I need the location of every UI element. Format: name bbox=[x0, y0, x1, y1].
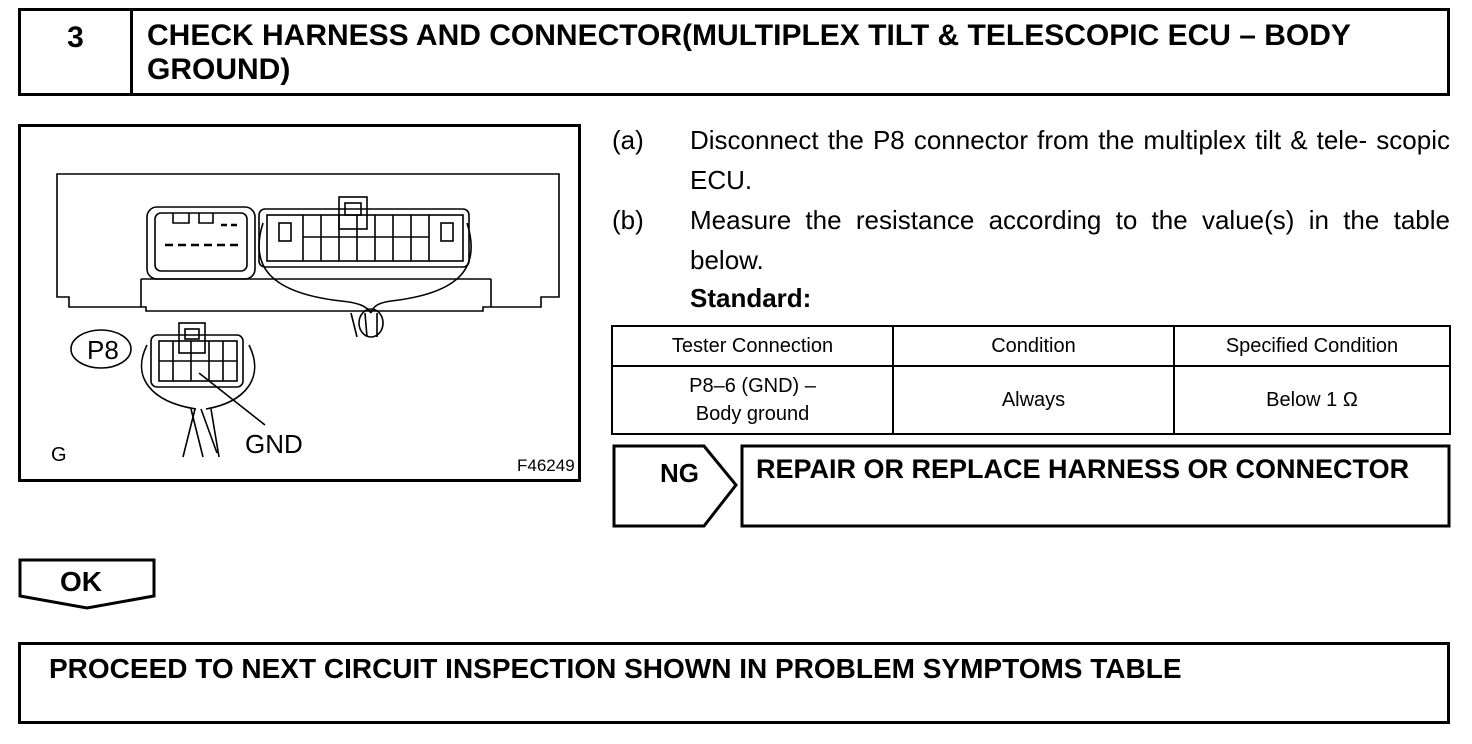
ng-label: NG bbox=[660, 458, 699, 488]
proceed-box: PROCEED TO NEXT CIRCUIT INSPECTION SHOWN… bbox=[18, 642, 1450, 724]
ecu-connector-drawing bbox=[56, 173, 560, 458]
ng-arrow-shape bbox=[612, 444, 1451, 528]
header-condition: Condition bbox=[892, 325, 1175, 367]
step-number: 3 bbox=[21, 11, 133, 93]
cell-specified-condition: Below 1 Ω bbox=[1173, 365, 1451, 435]
cell-condition: Always bbox=[892, 365, 1175, 435]
instruction-a-text: Disconnect the P8 connector from the mul… bbox=[690, 125, 1450, 195]
cell-tester-connection: P8–6 (GND) – Body ground bbox=[611, 365, 894, 435]
ng-result-box: NG REPAIR OR REPLACE HARNESS OR CONNECTO… bbox=[612, 444, 1451, 528]
table-row: P8–6 (GND) – Body ground Always Below 1 … bbox=[611, 365, 1451, 435]
step-title: CHECK HARNESS AND CONNECTOR(MULTIPLEX TI… bbox=[147, 19, 1351, 86]
gnd-label: GND bbox=[245, 429, 303, 459]
ok-label: OK bbox=[60, 566, 102, 597]
ok-result-tab: OK bbox=[18, 558, 156, 610]
ok-arrow-shape bbox=[18, 558, 156, 610]
instruction-a-letter: (a) bbox=[612, 125, 644, 155]
step-header: 3 CHECK HARNESS AND CONNECTOR(MULTIPLEX … bbox=[18, 8, 1450, 96]
connection-line-1: P8–6 (GND) – bbox=[689, 375, 816, 397]
connection-line-2: Body ground bbox=[695, 403, 810, 425]
instruction-b-text: Measure the resistance according to the … bbox=[690, 205, 1450, 275]
proceed-text: PROCEED TO NEXT CIRCUIT INSPECTION SHOWN… bbox=[49, 653, 1182, 684]
figure-corner-letter: G bbox=[51, 444, 67, 466]
table-header-row: Tester Connection Condition Specified Co… bbox=[611, 325, 1451, 367]
instruction-b-letter: (b) bbox=[612, 205, 644, 235]
header-tester-connection: Tester Connection bbox=[611, 325, 894, 367]
connector-label: P8 bbox=[87, 335, 119, 365]
spec-table: Tester Connection Condition Specified Co… bbox=[611, 325, 1451, 435]
standard-label: Standard: bbox=[690, 283, 812, 313]
connector-illustration: P8 GND G F46249 bbox=[18, 124, 581, 482]
header-specified-condition: Specified Condition bbox=[1173, 325, 1451, 367]
figure-id: F46249 bbox=[517, 456, 575, 475]
ng-action: REPAIR OR REPLACE HARNESS OR CONNECTOR bbox=[756, 454, 1410, 484]
